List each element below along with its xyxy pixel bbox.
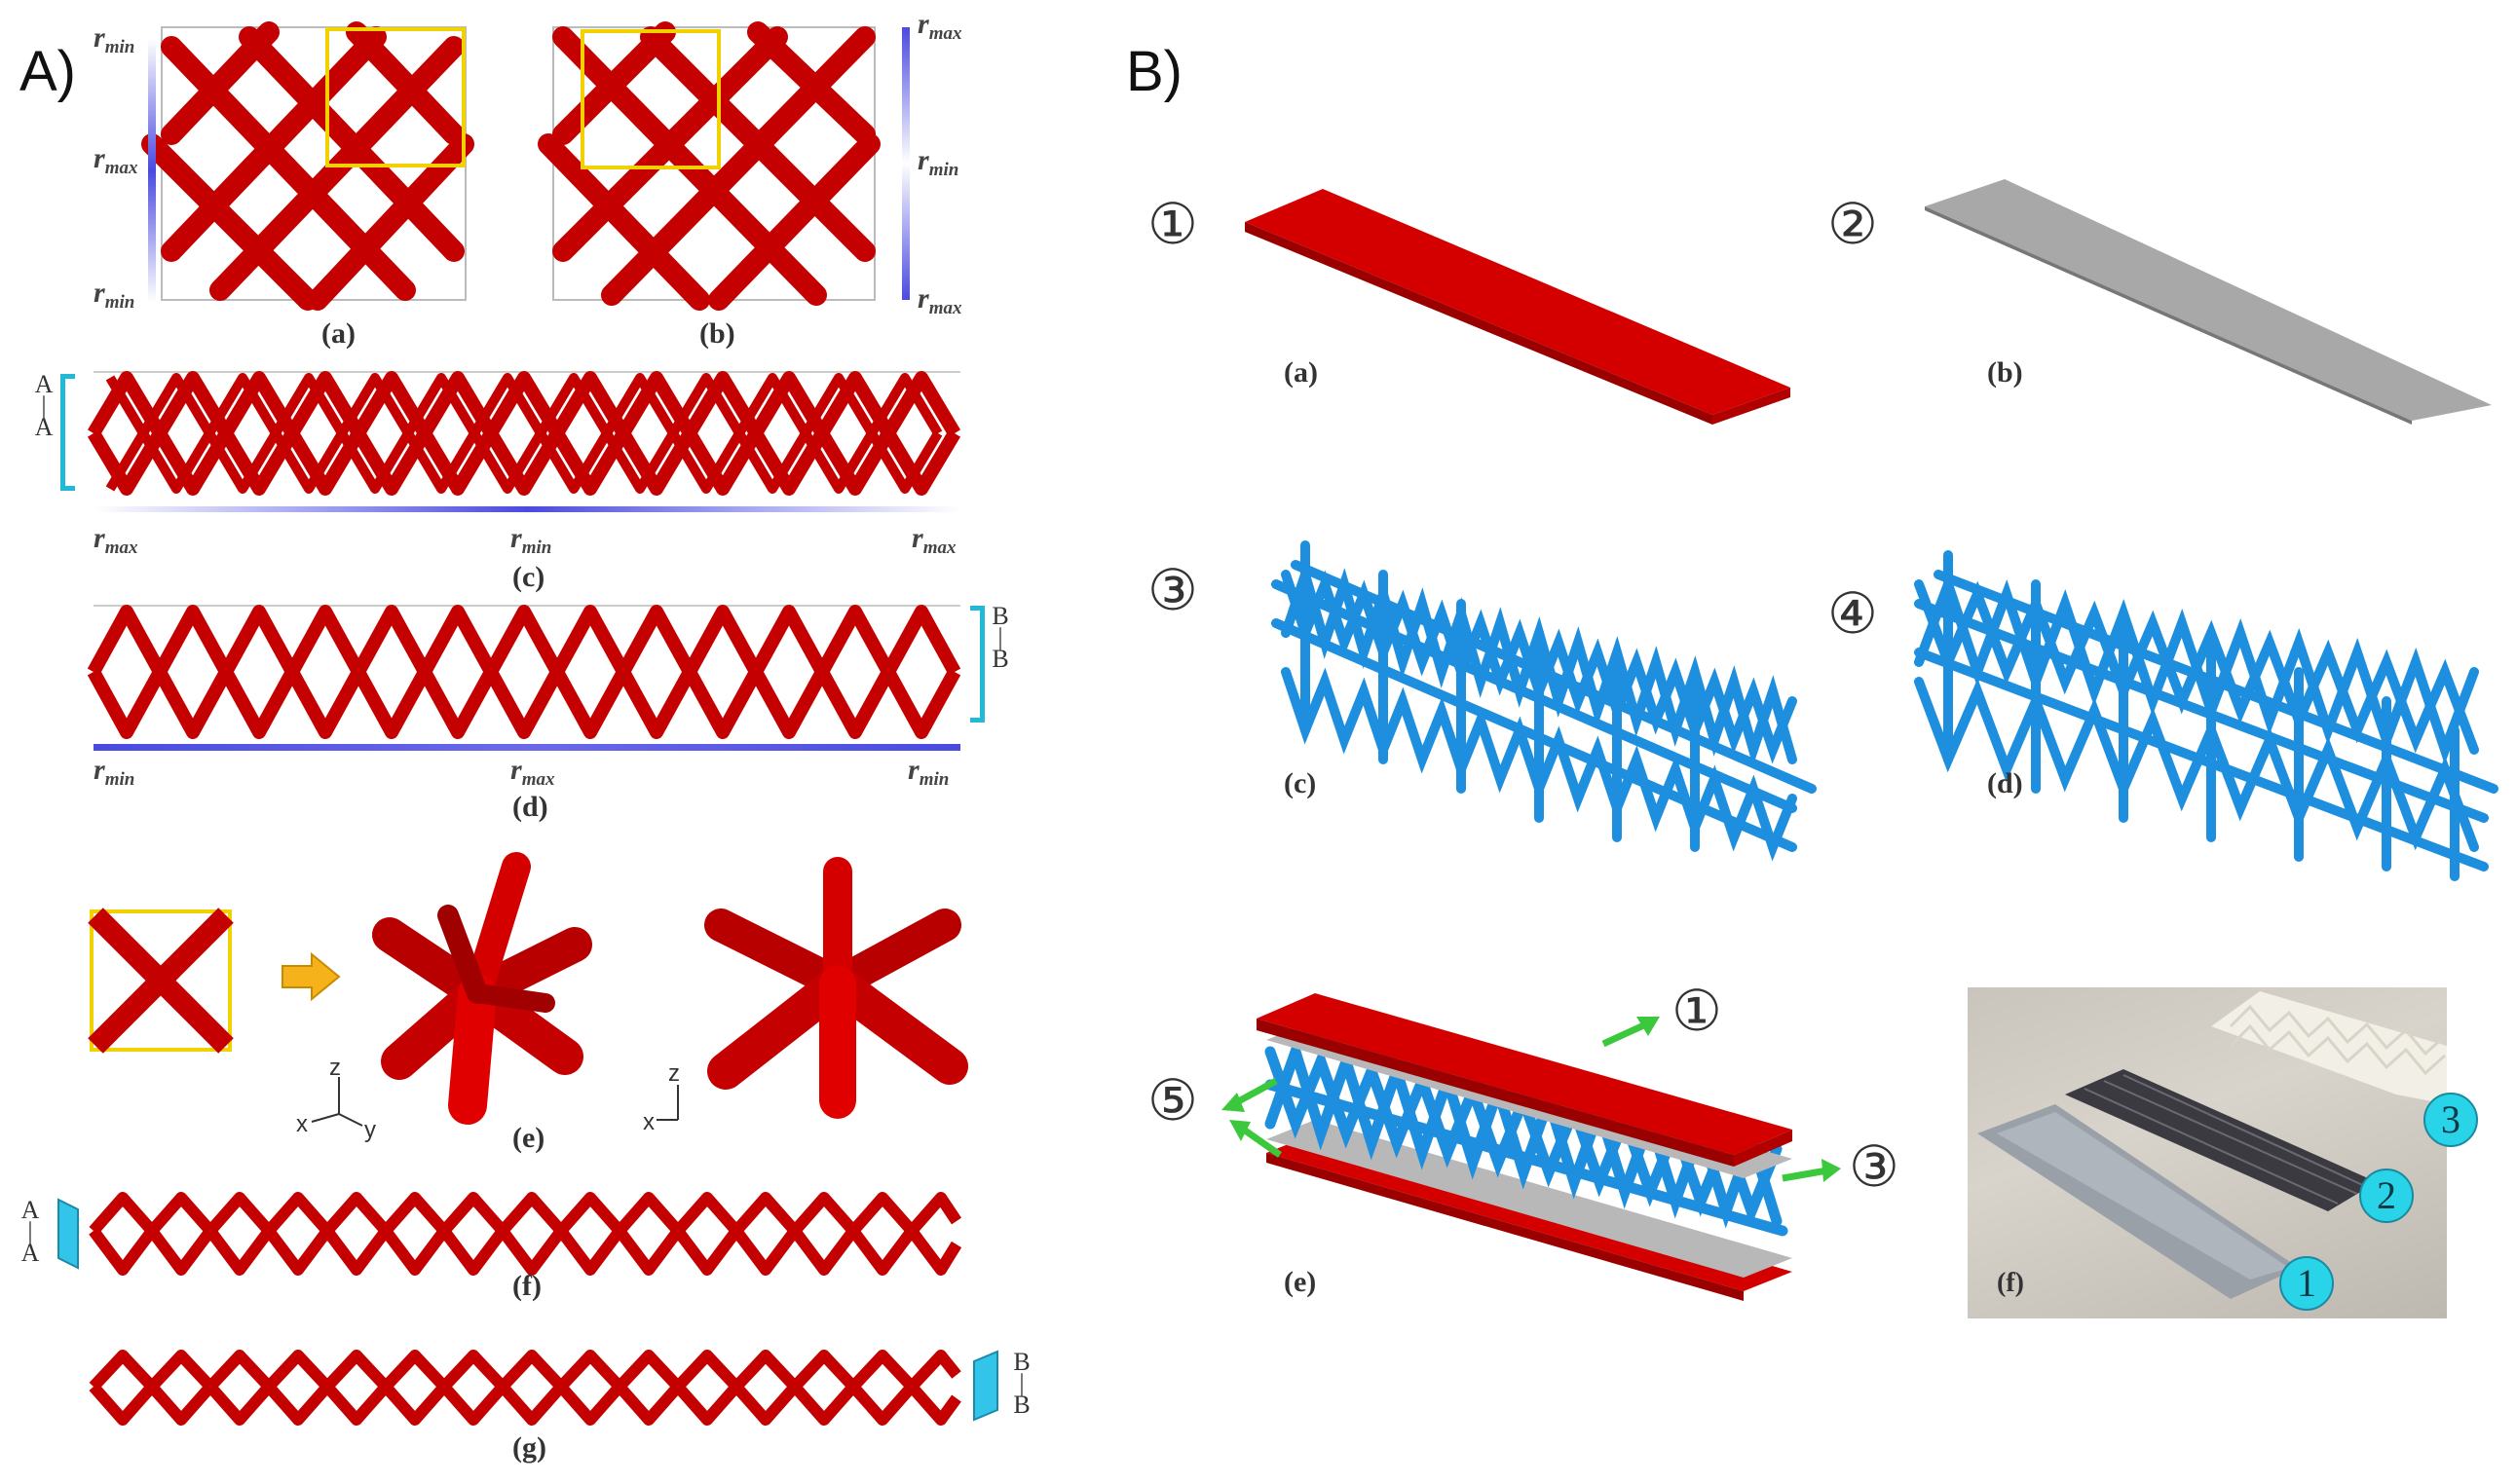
section-plane-aa-f xyxy=(57,1198,79,1270)
photo-badge-1: 1 xyxy=(2279,1256,2334,1311)
arrow-right-icon xyxy=(282,951,341,1002)
r-label-a-mid: rmax xyxy=(94,142,138,178)
section-label-bb-d: B|B xyxy=(992,602,1009,673)
r-label-a-bottom: rmin xyxy=(94,277,135,313)
axis-label-z-left: z xyxy=(329,1055,341,1081)
caption-b-c: (c) xyxy=(1284,767,1317,799)
lattice-beam-f xyxy=(89,1192,962,1276)
gradient-bar-b xyxy=(902,27,910,300)
r-label-c-right: rmax xyxy=(912,522,957,558)
green-arrows xyxy=(1221,1017,1841,1182)
marker-1: ① xyxy=(1147,191,1198,257)
gradient-bar-d xyxy=(94,744,960,751)
r-label-d-mid: rmax xyxy=(510,754,555,790)
section-label-aa-c: A|A xyxy=(34,370,54,441)
lattice-beam-g xyxy=(89,1350,961,1426)
caption-a-d: (d) xyxy=(512,791,548,823)
axis-label-z-right: z xyxy=(668,1060,680,1087)
panel-label-b: B) xyxy=(1126,40,1183,103)
caption-a-g: (g) xyxy=(512,1431,546,1464)
r-label-d-left: rmin xyxy=(94,754,135,790)
caption-a-f: (f) xyxy=(512,1270,542,1302)
r-label-d-right: rmin xyxy=(908,754,950,790)
marker-4: ④ xyxy=(1827,580,1878,647)
lattice-beam-d xyxy=(87,605,961,739)
gradient-bar-a xyxy=(148,39,156,302)
r-label-c-left: rmax xyxy=(94,522,138,558)
caption-a-b: (b) xyxy=(699,317,735,350)
panel-label-a: A) xyxy=(19,40,76,103)
marker-3-assembly: ③ xyxy=(1849,1133,1899,1200)
photo-badge-2: 2 xyxy=(2359,1169,2414,1223)
caption-a-a: (a) xyxy=(321,317,356,350)
r-label-a-top: rmin xyxy=(94,21,135,57)
section-plane-bb-g xyxy=(973,1350,998,1422)
face-sheet-red xyxy=(1245,189,1790,425)
photo-badge-3: 3 xyxy=(2423,1093,2478,1147)
lattice-view-a xyxy=(141,21,474,311)
caption-b-f: (f) xyxy=(1997,1268,2024,1298)
section-bracket-aa-c xyxy=(60,374,75,491)
marker-5: ⑤ xyxy=(1147,1067,1198,1133)
axis-label-y-left: y xyxy=(364,1117,376,1143)
caption-b-d: (d) xyxy=(1987,767,2023,799)
marker-3: ③ xyxy=(1147,557,1198,623)
caption-a-e: (e) xyxy=(512,1122,545,1154)
lattice-beam-c xyxy=(87,371,961,496)
unit-cell-thumbnail xyxy=(88,908,234,1054)
section-label-aa-f: A|A xyxy=(20,1196,40,1267)
adhesive-layer-gray xyxy=(1925,179,2492,425)
sandwich-assembly xyxy=(1257,993,1792,1301)
r-label-b-mid: rmin xyxy=(918,144,959,180)
lattice-core-blue-d xyxy=(1914,550,2498,881)
lattice-core-blue-c xyxy=(1271,540,1817,862)
photo-fabricated-parts: (f) xyxy=(1968,987,2447,1318)
unit-cell-3d-right xyxy=(704,857,968,1119)
unit-cell-3d-left xyxy=(372,852,592,1125)
section-bracket-bb-d xyxy=(970,606,985,723)
caption-a-c: (c) xyxy=(512,561,545,593)
marker-1-assembly: ① xyxy=(1671,978,1722,1044)
photo-scene xyxy=(1977,991,2447,1299)
marker-2: ② xyxy=(1827,191,1878,257)
lattice-view-b xyxy=(538,21,881,311)
caption-b-b: (b) xyxy=(1987,356,2023,389)
r-label-c-mid: rmin xyxy=(510,522,552,558)
r-label-b-top: rmax xyxy=(918,8,962,44)
axis-label-x-right: x xyxy=(643,1109,655,1135)
axis-triad-right: z x xyxy=(643,1060,680,1135)
section-label-bb-g: B|B xyxy=(1013,1348,1031,1419)
caption-b-a: (a) xyxy=(1284,356,1318,389)
gradient-bar-c xyxy=(94,506,960,512)
r-label-b-bottom: rmax xyxy=(918,282,962,318)
caption-b-e: (e) xyxy=(1284,1266,1317,1298)
axis-triad-left: z x y xyxy=(296,1055,376,1143)
axis-label-x-left: x xyxy=(296,1111,308,1137)
